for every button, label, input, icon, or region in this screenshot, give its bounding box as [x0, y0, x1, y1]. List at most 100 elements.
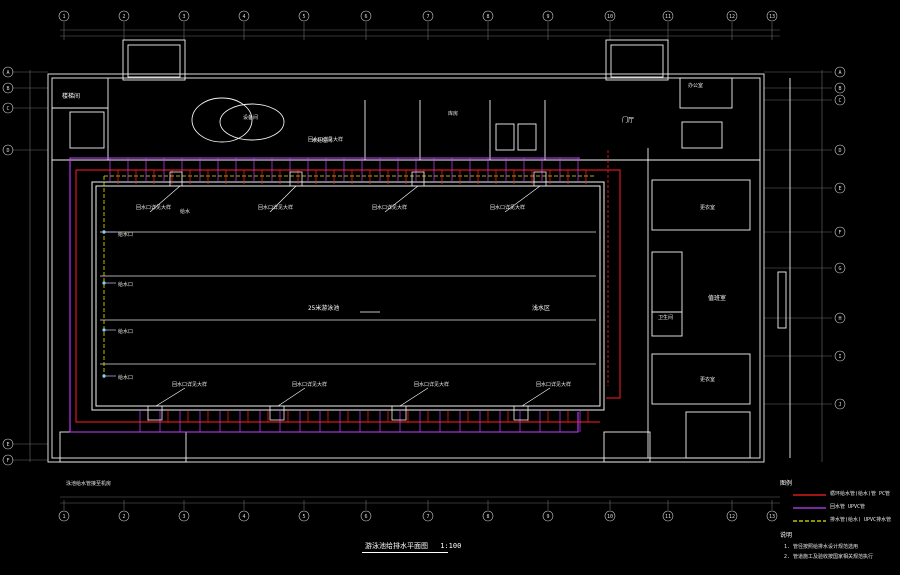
grid-bubble-label: A [838, 70, 841, 76]
grid-bubble [238, 10, 250, 22]
right-room-4 [651, 353, 751, 405]
room-label-changing-2: 更衣室 [700, 377, 716, 383]
grid-bubble-label: 2 [122, 14, 125, 20]
supply-pipe-main [76, 169, 621, 399]
drawing-scale: 1:100 [440, 542, 462, 550]
return-pipe-bottom [70, 412, 579, 433]
inlet-label-3: 给水口 [118, 329, 134, 335]
grid-bubble [662, 510, 674, 522]
legend-heading: 图例 [780, 480, 793, 487]
grid-bubble [298, 10, 310, 22]
callout-leader-bottom [277, 387, 306, 407]
grid-bubble-label: C [6, 106, 9, 112]
grid-bubble [834, 350, 846, 362]
grid-bubble [118, 10, 130, 22]
grid-bubble-label: 8 [486, 14, 489, 20]
grid-bubble-label: B [838, 86, 841, 92]
inlet-marker [102, 281, 106, 285]
right-room-1 [651, 179, 751, 231]
room-label-equipment: 设备间 [243, 115, 259, 121]
skimmer-box-top [533, 171, 547, 187]
right-room-2 [651, 251, 683, 313]
elevator-b [517, 123, 537, 151]
return-pipe-main [69, 157, 580, 433]
grid-bubble [298, 510, 310, 522]
grid-bubble-label: F [6, 458, 9, 464]
callout-bottom-1: 回水口详见大样 [172, 382, 208, 388]
axis-grid [12, 22, 832, 510]
grid-bubble [2, 454, 14, 466]
grid-bubble-label: 11 [665, 14, 671, 20]
room-label-toilet: 卫生间 [658, 315, 674, 321]
callout-leader-bottom [399, 387, 429, 407]
bottom-left-bump [59, 431, 187, 463]
grid-bubble [422, 10, 434, 22]
grid-bubble [238, 510, 250, 522]
grid-bubble [2, 102, 14, 114]
room-label-left-stair: 楼梯间 [62, 93, 81, 100]
grid-bubble [834, 226, 846, 238]
callout-bottom-2: 回水口详见大样 [292, 382, 328, 388]
grid-bubble-label: B [6, 86, 9, 92]
grid-bubble-label: E [6, 442, 9, 448]
pipe-network [69, 150, 621, 433]
feature-ellipse-2 [219, 103, 285, 141]
drawing-title-text: 游泳池给排水平面图 [365, 542, 428, 550]
top-right-tower-inner [610, 44, 664, 78]
callout-leader-top [149, 185, 181, 213]
callout-leader-top [269, 185, 297, 213]
grid-bubble [482, 10, 494, 22]
grid-bubble [834, 144, 846, 156]
right-room-3 [651, 311, 683, 337]
grid-bubble-label: 8 [486, 514, 489, 520]
room-label-right-office: 办公室 [688, 83, 704, 89]
grid-bubble-label: A [6, 70, 9, 76]
bottom-right-bump [603, 431, 651, 463]
pool-inner [95, 185, 601, 407]
legend-item-drain: 排水管(给水) UPVC排水管 [830, 517, 892, 523]
bottom-left-note: 泳池给水管接至机房 [66, 481, 112, 487]
grid-bubble [178, 510, 190, 522]
grid-bubble-label: 1 [62, 14, 65, 20]
grid-bubble-label: I [838, 354, 841, 360]
inlet-label-2: 给水口 [118, 282, 134, 288]
grid-bubble-label: 7 [426, 14, 429, 20]
grid-bubble-label: C [838, 98, 841, 104]
inlet-marker [102, 328, 106, 332]
grid-bubble-label: 10 [607, 514, 613, 520]
left-stair [69, 111, 105, 149]
callout-bottom-4: 回水口详见大样 [536, 382, 572, 388]
room-label-changing-1: 更衣室 [700, 205, 716, 211]
grid-bubble [834, 82, 846, 94]
grid-bubble-label: 10 [607, 14, 613, 20]
grid-bubble [834, 262, 846, 274]
grid-bubble [360, 10, 372, 22]
right-room-5 [685, 411, 751, 459]
grid-bubble [2, 438, 14, 450]
callout-leader-bottom [521, 387, 551, 407]
grid-bubble-label: 6 [364, 514, 367, 520]
skimmer-box-bottom [513, 405, 529, 421]
grid-bubble-label: 12 [729, 14, 735, 20]
grid-bubble-label: 5 [302, 514, 305, 520]
elevator-a [495, 123, 515, 151]
callout-top-1: 回水口详见大样 [136, 205, 172, 211]
room-label-storage: 库房 [448, 111, 459, 117]
pipe-label: 给水 [180, 209, 191, 215]
grid-bubble-label: 9 [546, 14, 549, 20]
grid-bubble-label: 5 [302, 14, 305, 20]
grid-bubble [178, 10, 190, 22]
supply-pipe-left [75, 170, 600, 423]
callout-leader-top [384, 185, 419, 213]
grid-bubble [604, 510, 616, 522]
grid-bubble-label: G [838, 266, 841, 272]
grid-bubble [422, 510, 434, 522]
top-left-tower [122, 39, 186, 81]
skimmer-box-top [169, 171, 183, 187]
skimmer-box-top [411, 171, 425, 187]
room-label-duty: 值班室 [708, 295, 727, 302]
grid-bubble [2, 144, 14, 156]
room-label-plant-room: 水处理间 [312, 138, 333, 144]
shallow-label: 浅水区 [532, 305, 551, 312]
